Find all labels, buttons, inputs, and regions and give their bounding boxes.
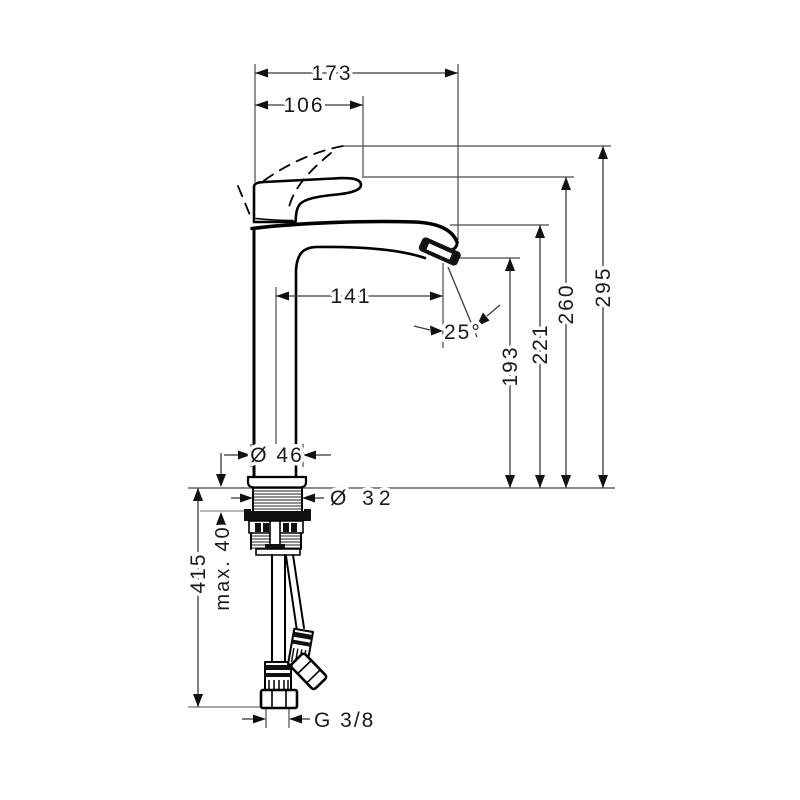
angle-reference-line bbox=[447, 266, 478, 338]
dim-max-mounting-label: max. 40 bbox=[212, 525, 234, 610]
dim-spout-height: 221 bbox=[526, 225, 556, 488]
horseshoe-washer bbox=[244, 509, 311, 521]
base-flange bbox=[246, 475, 308, 489]
dim-body-height-label: 260 bbox=[555, 283, 578, 324]
raised-lever-back-dashed bbox=[237, 185, 253, 221]
dim-body-diameter: Ø 46 bbox=[224, 441, 331, 471]
aerator bbox=[418, 237, 461, 266]
threaded-shank bbox=[252, 487, 303, 512]
mounting-nut bbox=[248, 520, 304, 556]
dim-total-depth-label: 173 bbox=[311, 62, 352, 85]
dim-body-diameter-label: Ø 46 bbox=[250, 444, 304, 467]
dim-outlet-height: 193 bbox=[496, 258, 526, 488]
dim-handle-depth-label: 106 bbox=[283, 94, 324, 117]
handle-raised-dashed bbox=[237, 145, 344, 221]
dim-spout-reach-label: 141 bbox=[330, 285, 371, 308]
dim-hose-length-label: 415 bbox=[187, 552, 210, 593]
dim-overall-height: 295 bbox=[589, 146, 619, 488]
dim-outlet-height-label: 193 bbox=[499, 345, 522, 386]
body-fill bbox=[254, 229, 457, 477]
faucet-outline bbox=[237, 145, 461, 489]
extension-lines bbox=[200, 64, 611, 728]
dim-total-depth: 173 bbox=[255, 59, 458, 89]
nut-bottom-lip bbox=[255, 548, 301, 556]
nut-channel-foot bbox=[265, 544, 285, 550]
dim-hose-length: 415 bbox=[184, 488, 214, 707]
spout-underside bbox=[294, 245, 427, 479]
handle-lever bbox=[252, 176, 363, 224]
dim-shank-diameter: Ø 32 bbox=[231, 484, 396, 514]
dim-spout-angle: 25° bbox=[413, 266, 501, 348]
mounting-shank bbox=[244, 487, 311, 556]
spout-top-edge bbox=[250, 219, 459, 244]
dim-spout-reach: 141 bbox=[275, 282, 443, 444]
dim-handle-depth: 106 bbox=[255, 91, 363, 121]
raised-lever-bottom-dashed bbox=[288, 152, 332, 208]
dim-overall-height-label: 295 bbox=[592, 266, 615, 307]
dim-connection-thread-label: G 3/8 bbox=[314, 709, 375, 732]
hose-connection-nut bbox=[259, 688, 299, 710]
hose-connection-nut-diagonal bbox=[289, 652, 328, 691]
aerator-face bbox=[426, 243, 452, 260]
nut-center-channel bbox=[269, 520, 281, 547]
dim-spout-angle-label: 25° bbox=[444, 321, 482, 344]
hose-diagonal bbox=[285, 554, 328, 691]
dim-body-height: 260 bbox=[552, 177, 582, 488]
hose-straight bbox=[259, 554, 299, 710]
raised-lever-top-dashed bbox=[261, 145, 344, 183]
supply-hoses bbox=[259, 554, 328, 710]
dim-shank-diameter-label: Ø 32 bbox=[330, 487, 396, 510]
dim-spout-height-label: 221 bbox=[529, 323, 552, 364]
dim-max-mounting-thickness: max. 40 bbox=[209, 453, 238, 614]
handle-base-edge bbox=[255, 217, 294, 222]
dim-connection-thread: G 3/8 bbox=[242, 706, 377, 736]
